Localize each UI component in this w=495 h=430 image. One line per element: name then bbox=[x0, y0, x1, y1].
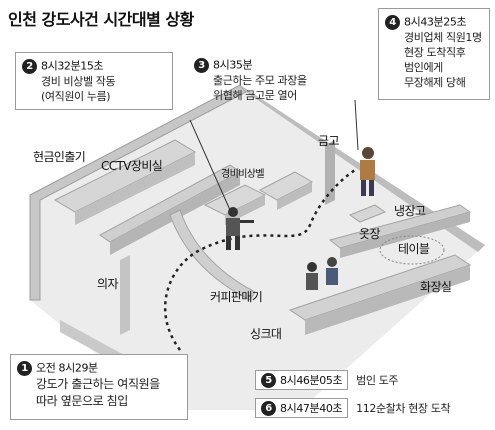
event-time: 8시32분15초 bbox=[41, 59, 104, 73]
counter bbox=[169, 209, 256, 301]
event-desc: 출근하는 주모 과장을 bbox=[213, 73, 307, 87]
event-number: 5 bbox=[261, 372, 276, 388]
label-coffee: 커피판매기 bbox=[210, 290, 263, 304]
event-box-2: 2 8시32분15초 경비 비상벨 작동 (여직원이 누름) bbox=[15, 52, 173, 110]
guard-figure bbox=[360, 147, 375, 196]
table-outline bbox=[379, 235, 445, 265]
robber-figure bbox=[226, 207, 254, 250]
event-time: 8시46분05초 bbox=[280, 374, 343, 387]
event-desc: 경비업체 직원1명 bbox=[404, 30, 482, 44]
label-table: 테이블 bbox=[398, 242, 430, 256]
event-desc: 112순찰차 현장 도착 bbox=[356, 402, 451, 415]
event-desc: 따라 옆문으로 침입 bbox=[36, 393, 128, 408]
event-time: 8시43분25초 bbox=[404, 15, 467, 29]
label-atm: 현금인출기 bbox=[33, 150, 86, 164]
label-closet: 옷장 bbox=[359, 227, 380, 241]
event-number: 4 bbox=[385, 14, 400, 30]
event-time: 8시47분40초 bbox=[280, 402, 343, 415]
event-desc: 현장 도착직후 bbox=[404, 45, 466, 59]
event-desc: 위협해 금고문 열어 bbox=[213, 88, 297, 102]
event-number: 6 bbox=[261, 400, 276, 416]
event-desc: (여직원이 누름) bbox=[41, 89, 111, 103]
event-row-6: 6 8시47분40초 112순찰차 현장 도착 bbox=[255, 398, 451, 418]
label-safe: 금고 bbox=[318, 134, 339, 148]
event-row-5: 5 8시46분05초 범인 도주 bbox=[255, 370, 399, 390]
event-desc: 범인에게 bbox=[404, 60, 443, 74]
label-restroom: 화장실 bbox=[420, 280, 452, 294]
event-time: 오전 8시29분 bbox=[36, 361, 98, 375]
event-box-1: 1 오전 8시29분 강도가 출근하는 여직원을 따라 옆문으로 침입 bbox=[10, 354, 188, 420]
event-number: 3 bbox=[194, 57, 209, 73]
event-box-4: 4 8시43분25초 경비업체 직원1명 현장 도착직후 범인에게 무장해제 당해 bbox=[378, 8, 490, 100]
closet bbox=[348, 204, 387, 223]
label-fridge: 냉장고 bbox=[394, 204, 426, 218]
event-desc: 강도가 출근하는 여직원을 bbox=[36, 376, 160, 391]
event-box-3: 3 8시35분 출근하는 주모 과장을 위협해 금고문 열어 bbox=[188, 52, 346, 110]
event-number: 1 bbox=[17, 360, 32, 376]
partition-post bbox=[120, 255, 130, 335]
event-desc: 무장해제 당해 bbox=[404, 75, 466, 89]
event-time: 8시35분 bbox=[213, 58, 253, 72]
label-chair: 의자 bbox=[97, 277, 118, 291]
label-cctv: CCTV장비실 bbox=[101, 159, 163, 173]
label-sink: 싱크대 bbox=[250, 327, 282, 341]
event-desc: 경비 비상벨 작동 bbox=[41, 74, 116, 88]
label-alarm: 경비비상벨 bbox=[221, 169, 265, 180]
event-number: 2 bbox=[22, 58, 37, 74]
staff-figures bbox=[306, 257, 338, 290]
page-title: 인천 강도사건 시간대별 상황 bbox=[8, 10, 194, 29]
event-desc: 범인 도주 bbox=[356, 374, 399, 387]
